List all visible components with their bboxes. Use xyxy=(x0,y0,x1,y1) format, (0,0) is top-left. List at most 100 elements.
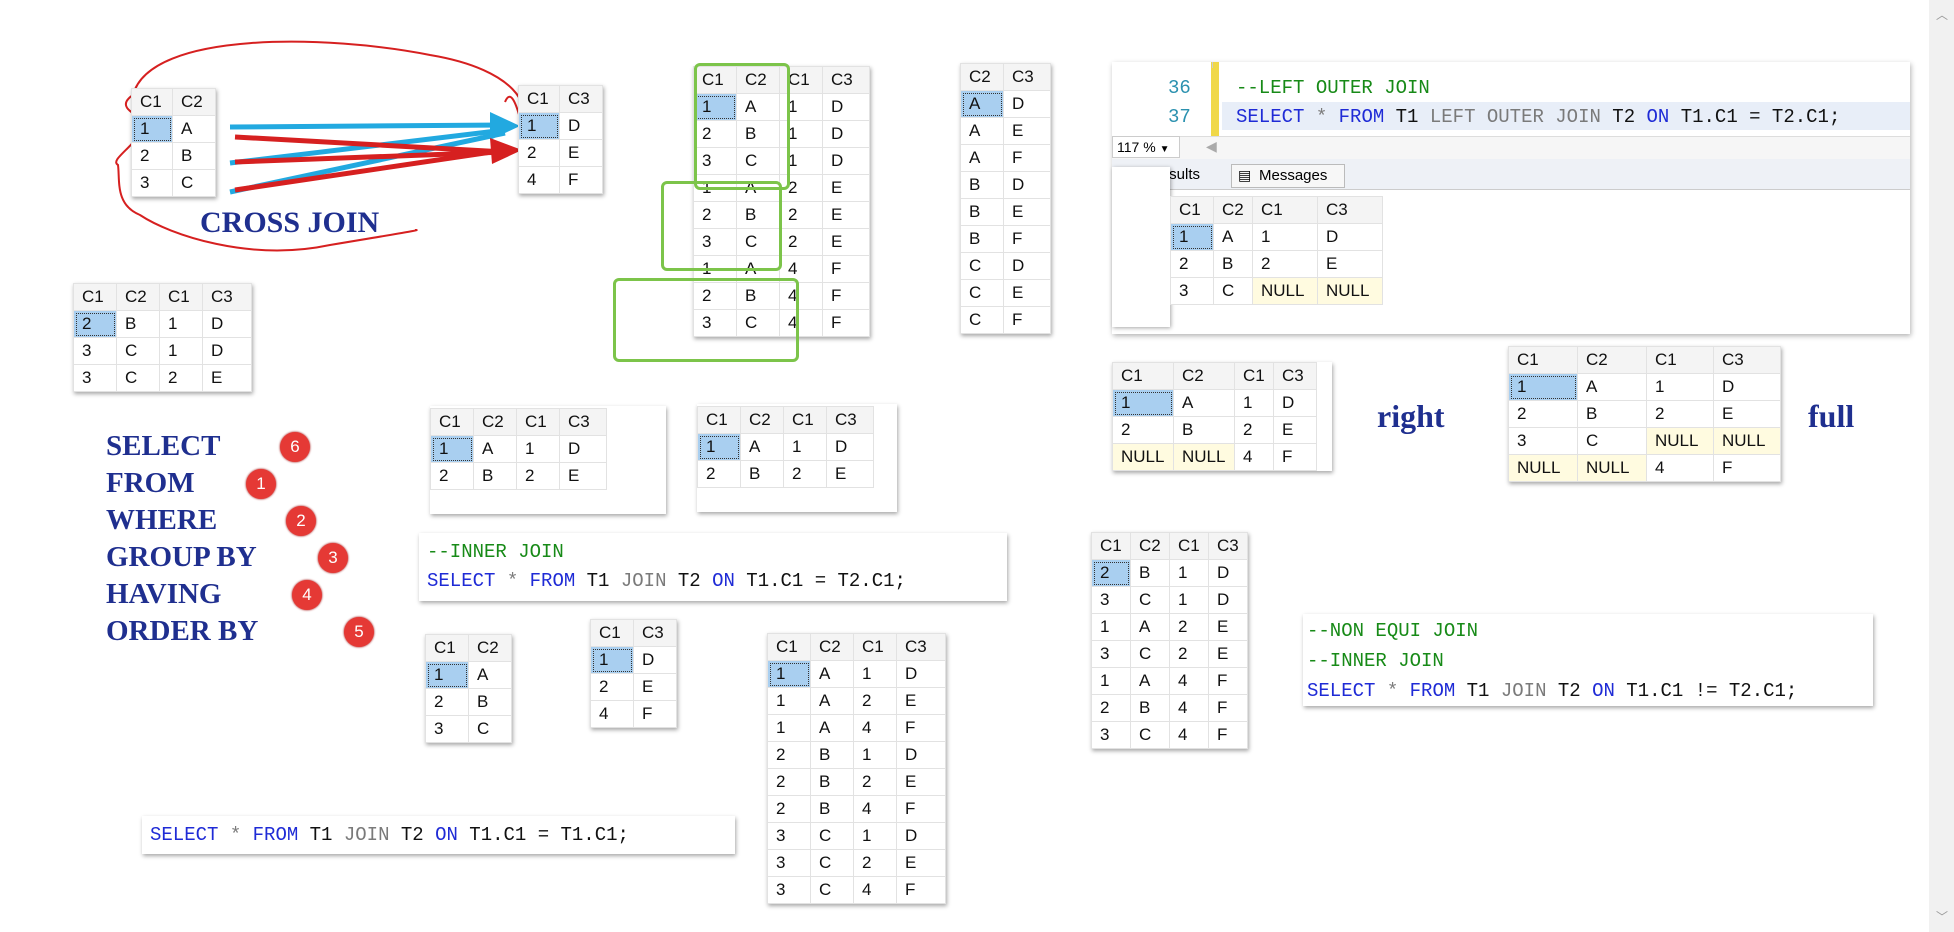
table-cell[interactable]: B xyxy=(172,142,216,170)
table-cell[interactable]: D xyxy=(896,660,946,688)
table-cell[interactable]: F xyxy=(1208,694,1248,722)
column-header[interactable]: C1 xyxy=(1646,346,1714,374)
table-cell[interactable]: C xyxy=(172,169,216,197)
table-cell[interactable]: E xyxy=(1003,279,1051,307)
table-cell[interactable]: 3 xyxy=(1091,640,1131,668)
table-cell[interactable]: F xyxy=(1003,144,1051,172)
column-header[interactable]: C2 xyxy=(1173,362,1235,390)
table-cell[interactable]: 1 xyxy=(1091,613,1131,641)
table-cell[interactable]: 1 xyxy=(1169,559,1209,587)
table-cell[interactable]: 1 xyxy=(767,687,811,715)
table-cell[interactable]: C xyxy=(736,228,780,256)
table-cell[interactable]: 1 xyxy=(1091,667,1131,695)
table-cell[interactable]: E xyxy=(822,201,870,229)
table-cell[interactable]: 1 xyxy=(693,93,737,121)
table-cell[interactable]: 2 xyxy=(430,462,474,490)
left-join-statement[interactable]: SELECT * FROM T1 LEFT OUTER JOIN T2 ON T… xyxy=(1236,106,1841,128)
scroll-left-icon[interactable]: ◀ xyxy=(1206,138,1217,154)
column-header[interactable]: C1 xyxy=(159,283,203,311)
column-header[interactable]: C1 xyxy=(1234,362,1274,390)
column-header[interactable]: C2 xyxy=(468,634,512,662)
column-header[interactable]: C3 xyxy=(633,619,677,647)
column-header[interactable]: C1 xyxy=(1252,196,1318,224)
table-cell[interactable]: E xyxy=(1003,198,1051,226)
table-cell[interactable]: 2 xyxy=(159,364,203,392)
table-cell[interactable]: 2 xyxy=(853,768,897,796)
table-cell[interactable]: 3 xyxy=(73,337,117,365)
table-cell[interactable]: 2 xyxy=(779,228,823,256)
inner-join-statement[interactable]: SELECT * FROM T1 JOIN T2 ON T1.C1 = T2.C… xyxy=(427,570,906,592)
column-header[interactable]: C3 xyxy=(826,406,874,434)
column-header[interactable]: C1 xyxy=(853,633,897,661)
column-header[interactable]: C1 xyxy=(1091,532,1131,560)
table-cell[interactable]: B xyxy=(960,225,1004,253)
table-cell[interactable]: NULL xyxy=(1508,454,1578,482)
table-cell[interactable]: A xyxy=(1130,667,1170,695)
table-cell[interactable]: 2 xyxy=(853,687,897,715)
column-header[interactable]: C2 xyxy=(172,88,216,116)
table-cell[interactable]: 1 xyxy=(590,646,634,674)
table-cell[interactable]: A xyxy=(1213,223,1253,251)
table-cell[interactable]: 1 xyxy=(1646,373,1714,401)
table-cell[interactable]: E xyxy=(896,687,946,715)
table-cell[interactable]: D xyxy=(202,310,252,338)
table-cell[interactable]: D xyxy=(1003,252,1051,280)
table-cell[interactable]: F xyxy=(633,700,677,728)
column-header[interactable]: C2 xyxy=(1130,532,1170,560)
table-cell[interactable]: NULL xyxy=(1577,454,1647,482)
table-cell[interactable]: E xyxy=(633,673,677,701)
table-cell[interactable]: D xyxy=(559,112,603,140)
table-cell[interactable]: 1 xyxy=(767,714,811,742)
table-cell[interactable]: 4 xyxy=(518,166,560,194)
table-cell[interactable]: B xyxy=(1130,694,1170,722)
table-cell[interactable]: 4 xyxy=(1169,694,1209,722)
column-header[interactable]: C1 xyxy=(1508,346,1578,374)
table-cell[interactable]: D xyxy=(826,433,874,461)
table-cell[interactable]: NULL xyxy=(1713,427,1781,455)
scroll-up-icon[interactable]: ︿ xyxy=(1936,8,1949,22)
table-cell[interactable]: 1 xyxy=(779,120,823,148)
column-header[interactable]: C3 xyxy=(559,408,607,436)
table-cell[interactable]: C xyxy=(960,252,1004,280)
table-cell[interactable]: 1 xyxy=(767,660,811,688)
table-cell[interactable]: 1 xyxy=(1169,586,1209,614)
table-cell[interactable]: B xyxy=(1213,250,1253,278)
table-cell[interactable]: B xyxy=(740,460,784,488)
table-cell[interactable]: D xyxy=(1317,223,1383,251)
table-cell[interactable]: 1 xyxy=(1234,389,1274,417)
table-cell[interactable]: F xyxy=(1208,721,1248,749)
table-cell[interactable]: 3 xyxy=(767,876,811,904)
table-cell[interactable]: E xyxy=(1003,117,1051,145)
table-cell[interactable]: 3 xyxy=(767,849,811,877)
column-header[interactable]: C1 xyxy=(430,408,474,436)
table-cell[interactable]: 4 xyxy=(590,700,634,728)
table-cell[interactable]: 4 xyxy=(853,795,897,823)
table-cell[interactable]: F xyxy=(896,795,946,823)
table-cell[interactable]: C xyxy=(1130,586,1170,614)
table-cell[interactable]: B xyxy=(1130,559,1170,587)
table-cell[interactable]: F xyxy=(896,876,946,904)
column-header[interactable]: C1 xyxy=(73,283,117,311)
table-cell[interactable]: C xyxy=(736,309,780,337)
column-header[interactable]: C3 xyxy=(559,85,603,113)
table-cell[interactable]: 2 xyxy=(1234,416,1274,444)
column-header[interactable]: C1 xyxy=(697,406,741,434)
table-cell[interactable]: B xyxy=(116,310,160,338)
column-header[interactable]: C2 xyxy=(116,283,160,311)
table-cell[interactable]: 2 xyxy=(590,673,634,701)
table-cell[interactable]: F xyxy=(559,166,603,194)
table-cell[interactable]: C xyxy=(810,876,854,904)
table-cell[interactable]: 1 xyxy=(430,435,474,463)
column-header[interactable]: C2 xyxy=(736,66,780,94)
column-header[interactable]: C3 xyxy=(1713,346,1781,374)
table-cell[interactable]: 2 xyxy=(131,142,173,170)
table-cell[interactable]: A xyxy=(960,90,1004,118)
table-cell[interactable]: 3 xyxy=(425,715,469,743)
table-cell[interactable]: 2 xyxy=(73,310,117,338)
table-cell[interactable]: E xyxy=(202,364,252,392)
table-cell[interactable]: 3 xyxy=(767,822,811,850)
non-equi-statement[interactable]: SELECT * FROM T1 JOIN T2 ON T1.C1 != T2.… xyxy=(1307,680,1798,702)
column-header[interactable]: C3 xyxy=(202,283,252,311)
table-cell[interactable]: 2 xyxy=(767,741,811,769)
table-cell[interactable]: 1 xyxy=(783,433,827,461)
